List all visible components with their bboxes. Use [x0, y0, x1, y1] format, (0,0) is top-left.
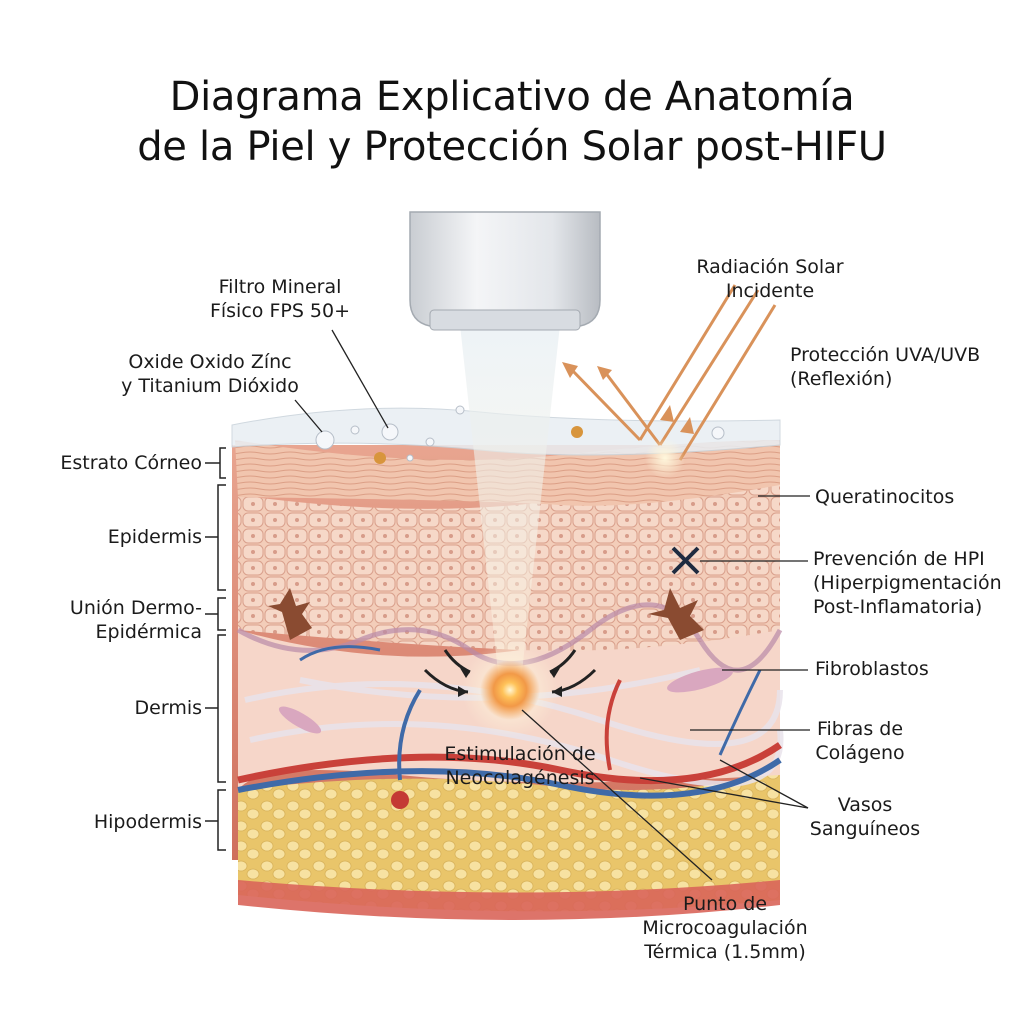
label-estimulacion-line2: Neocolagénesis [445, 767, 595, 789]
label-filtro-mineral: Filtro Mineral Físico FPS 50+ [190, 275, 370, 323]
fibroblast-cell [278, 706, 322, 734]
layer-brackets [205, 447, 226, 851]
label-union-line2: Epidérmica [95, 621, 202, 643]
label-prevencion-line3: Post-Inflamatoria) [813, 596, 983, 618]
hifu-beam [460, 325, 560, 690]
hypodermis-layer [238, 770, 780, 912]
vessel-branch-2 [604, 679, 622, 771]
label-punto-line2: Microcoagulación [642, 917, 808, 939]
label-radiacion-line2: Incidente [725, 280, 815, 302]
label-dermis: Dermis [134, 697, 202, 719]
vessel-branch-3 [718, 669, 762, 756]
label-epidermis: Epidermis [107, 526, 202, 548]
label-vasos-line1: Vasos [837, 794, 893, 816]
label-vasos-line2: Sanguíneos [809, 818, 921, 840]
label-union-dermo-epidermica: Unión Dermo- Epidérmica [20, 596, 202, 644]
label-proteccion-uva-uvb: Protección UVA/UVB (Reflexión) [790, 343, 1010, 391]
label-vasos-sanguineos: Vasos Sanguíneos [805, 793, 925, 841]
label-oxido-line2: y Titanium Dióxido [121, 375, 299, 397]
label-filtro-mineral-line2: Físico FPS 50+ [209, 300, 351, 322]
label-radiacion-line1: Radiación Solar [696, 256, 844, 278]
label-fibras-colageno: Fibras de Colágeno [800, 717, 920, 765]
title-line-1: Diagrama Explicativo de Anatomía [169, 74, 855, 120]
label-estimulacion-line1: Estimulación de [444, 743, 596, 765]
leader-lines [294, 329, 810, 881]
hpi-prevention-x-icon [671, 546, 700, 575]
label-fibras-line2: Colágeno [815, 742, 905, 764]
label-fibras-line1: Fibras de [816, 718, 904, 740]
label-prevencion-line2: (Hiperpigmentación [813, 572, 1002, 594]
label-proteccion-line1: Protección UVA/UVB [790, 344, 981, 366]
vein-main [237, 757, 782, 799]
melanocyte-right [648, 588, 704, 640]
diagram-title: Diagrama Explicativo de Anatomía de la P… [0, 72, 1024, 172]
label-hipodermis: Hipodermis [93, 811, 202, 833]
label-estrato-corneo: Estrato Córneo [60, 452, 202, 474]
label-union-line1: Unión Dermo- [69, 597, 202, 619]
vessel-branch-1 [397, 688, 422, 781]
label-punto-microcoagulacion: Punto de Microcoagulación Térmica (1.5mm… [625, 892, 825, 964]
label-radiacion-solar: Radiación Solar Incidente [680, 255, 860, 303]
label-fibroblastos: Fibroblastos [815, 658, 929, 680]
label-oxido: Oxide Oxido Zínc y Titanium Dióxido [95, 350, 325, 398]
hifu-probe [409, 211, 601, 331]
label-filtro-mineral-line1: Filtro Mineral [218, 276, 342, 298]
fibroblast-cell [667, 667, 733, 693]
label-punto-line3: Térmica (1.5mm) [644, 941, 806, 963]
hifu-focus-point [480, 660, 540, 720]
label-queratinocitos: Queratinocitos [815, 486, 955, 508]
title-line-2: de la Piel y Protección Solar post-HIFU [137, 124, 887, 170]
label-oxido-line1: Oxide Oxido Zínc [128, 351, 292, 373]
melanocyte-left [268, 588, 312, 640]
red-cell [391, 791, 409, 809]
mineral-particles [315, 405, 725, 464]
label-proteccion-line2: (Reflexión) [790, 368, 893, 390]
vessel-branch-4 [299, 645, 381, 662]
sun-rays [568, 284, 777, 461]
label-estimulacion-neocolagenesis: Estimulación de Neocolagénesis [430, 742, 610, 790]
label-prevencion-line1: Prevención de HPI [813, 548, 985, 570]
artery-main [237, 742, 782, 785]
label-punto-line1: Punto de [682, 893, 768, 915]
label-prevencion-hpi: Prevención de HPI (Hiperpigmentación Pos… [813, 547, 1002, 619]
